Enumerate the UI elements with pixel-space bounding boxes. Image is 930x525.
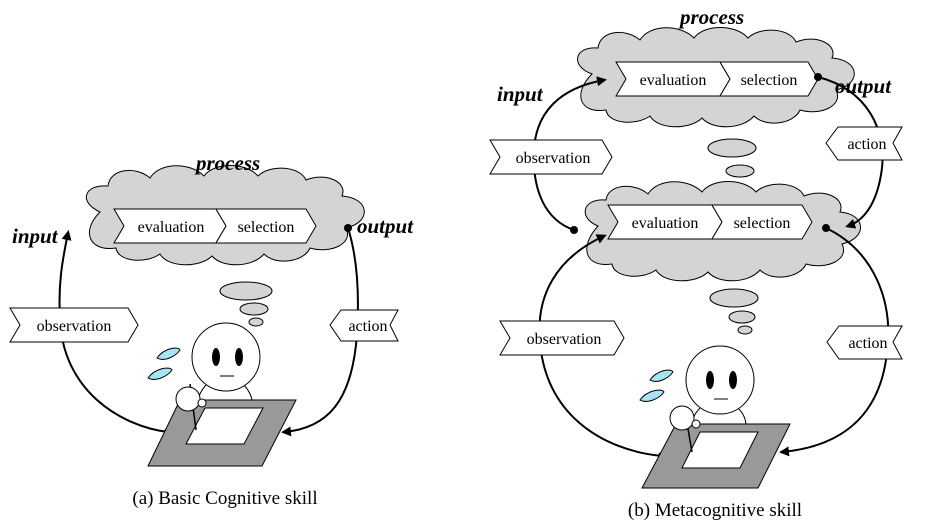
evaluation-label: evaluation — [138, 219, 205, 236]
input-label: input — [12, 224, 59, 248]
meta-process-label: process — [678, 5, 744, 29]
action-label-b: action — [848, 335, 887, 352]
meta-action-label: action — [847, 136, 886, 153]
meta-observation-tag: observation — [489, 139, 613, 175]
meta-action-tag: action — [825, 126, 903, 161]
selection-chevron-b: selection — [711, 204, 813, 240]
meta-input-label: input — [497, 82, 544, 106]
selection-label-b: selection — [734, 215, 791, 232]
person-figure-b — [639, 345, 755, 427]
evaluation-label-b: evaluation — [632, 215, 699, 232]
selection-label: selection — [238, 219, 295, 236]
evaluation-chevron-b: evaluation — [607, 204, 723, 240]
action-label: action — [348, 318, 387, 335]
worksheet — [147, 383, 297, 467]
output-label: output — [357, 214, 414, 238]
meta-evaluation-chevron: evaluation — [615, 61, 731, 97]
observation-label-b: observation — [527, 331, 602, 348]
sweat-drop — [147, 367, 173, 380]
output-arrow-b — [779, 227, 890, 457]
thought-bubbles-b — [709, 288, 759, 335]
caption-a: (a) Basic Cognitive skill — [132, 488, 317, 509]
person-figure — [147, 322, 261, 403]
action-tag: action — [329, 309, 399, 342]
sweat-drop — [639, 389, 665, 402]
observation-tag: observation — [9, 307, 139, 343]
meta-evaluation-label: evaluation — [640, 72, 707, 89]
sweat-drop — [156, 347, 181, 360]
sweat-drop — [649, 369, 674, 382]
worksheet-b — [641, 405, 791, 489]
basic-cognitive-diagram: evaluation selection process input outpu… — [9, 151, 414, 509]
metacognitive-diagram: evaluation selection process input outpu… — [489, 5, 903, 521]
caption-b: (b) Metacognitive skill — [628, 500, 802, 521]
thought-bubbles — [219, 281, 273, 327]
meta-output-arrow — [817, 76, 884, 229]
output-arrow — [281, 227, 359, 437]
meta-thought-bubbles — [707, 138, 757, 178]
meta-selection-chevron: selection — [719, 61, 819, 97]
action-tag-b: action — [826, 325, 903, 360]
process-label: process — [194, 151, 260, 175]
meta-observation-label: observation — [516, 150, 591, 167]
evaluation-chevron: evaluation — [113, 208, 227, 244]
selection-chevron: selection — [215, 208, 317, 244]
observation-label: observation — [37, 318, 112, 335]
meta-output-label: output — [835, 74, 892, 98]
observation-tag-b: observation — [499, 320, 625, 356]
meta-selection-label: selection — [741, 72, 798, 89]
